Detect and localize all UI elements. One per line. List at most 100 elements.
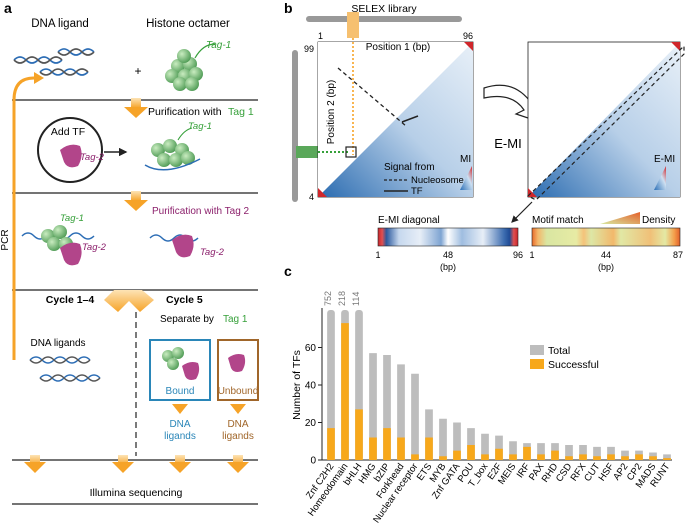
split-arrow xyxy=(104,290,154,312)
bar-successful xyxy=(551,450,559,460)
position-2-marker xyxy=(296,146,318,158)
motif-unit: (bp) xyxy=(598,262,614,272)
dna-ligands-unbound-line1: DNA xyxy=(227,419,248,430)
tag1-label-mid: Tag-1 xyxy=(188,121,212,132)
pcr-label: PCR xyxy=(0,229,11,250)
bar-successful xyxy=(327,428,335,460)
dna-helix-icon xyxy=(13,48,95,76)
motif-match-bar xyxy=(531,227,681,247)
tf-dna-icon xyxy=(149,234,199,258)
e-mi-arrow-label: E-MI xyxy=(494,136,521,151)
e-mi-scale xyxy=(654,166,666,190)
purification-tag1-prefix: Purification with xyxy=(148,106,222,118)
tag2-label-free: Tag-2 xyxy=(200,247,225,258)
position-2-axis-label: Position 2 (bp) xyxy=(326,80,337,144)
unbound-tf-icon xyxy=(228,354,246,372)
bar-total xyxy=(509,441,517,460)
panel-a-label: a xyxy=(4,0,12,16)
data-label: 752 xyxy=(323,291,333,306)
dna-ligands-bound-line2: ligands xyxy=(164,431,196,442)
data-label: 218 xyxy=(337,291,347,306)
e-mi-scale-label: E-MI xyxy=(654,154,675,165)
position-1-marker xyxy=(347,12,359,38)
bar-total xyxy=(593,446,601,460)
bar-successful xyxy=(439,456,447,460)
bar-total xyxy=(411,373,419,460)
selex-library-bar-v xyxy=(292,50,298,202)
bar-total xyxy=(537,443,545,460)
illumina-sequencing-label: Illumina sequencing xyxy=(90,487,183,499)
selex-library-label: SELEX library xyxy=(351,3,417,15)
tf-span xyxy=(401,115,419,123)
step-arrow xyxy=(172,404,188,414)
separate-by-prefix: Separate by xyxy=(160,314,214,325)
bar-total xyxy=(467,428,475,460)
step-arrow xyxy=(24,455,46,473)
y-tick-label: 40 xyxy=(305,381,317,392)
step-arrow xyxy=(169,455,191,473)
motif-tick-1: 1 xyxy=(529,250,534,260)
e-mi-diagonal-bar xyxy=(377,227,519,247)
y-tick-label: 60 xyxy=(305,343,317,354)
bar-successful xyxy=(621,456,629,460)
bar-total xyxy=(663,454,671,460)
diag-unit: (bp) xyxy=(440,262,456,272)
mi-heatmap xyxy=(317,41,474,198)
histone-octamer-heading: Histone octamer xyxy=(146,18,230,30)
dna-ligands-bound-line1: DNA xyxy=(169,419,190,430)
unbound-label: Unbound xyxy=(218,386,259,397)
bar-total xyxy=(369,353,377,460)
bar-successful xyxy=(397,437,405,460)
bar-successful xyxy=(537,454,545,460)
tick-1: 1 xyxy=(318,31,323,41)
tf-protein-icon xyxy=(60,144,82,168)
bar-successful xyxy=(565,456,573,460)
tag2-label-complex: Tag-2 xyxy=(82,242,107,253)
bar-successful xyxy=(663,458,671,460)
bar-total xyxy=(481,433,489,460)
tag1-tether xyxy=(177,127,193,141)
pcr-arrowhead xyxy=(34,72,44,84)
bar-total xyxy=(579,445,587,460)
dna-ligands-left-label: DNA ligands xyxy=(30,338,85,349)
bar-successful xyxy=(649,456,657,460)
data-label: 114 xyxy=(351,292,361,306)
step-arrow xyxy=(112,455,134,473)
bar-total xyxy=(383,355,391,460)
panel-b: b SELEX library 1 96 99 4 Position 1 (bp… xyxy=(284,0,685,272)
density-label: Density xyxy=(642,215,675,226)
cycle-1-4-label: Cycle 1–4 xyxy=(46,294,95,306)
bar-successful xyxy=(495,448,503,460)
bound-label: Bound xyxy=(166,386,195,397)
bar-total xyxy=(495,435,503,460)
e-mi-heatmap xyxy=(526,41,685,201)
density-scale xyxy=(600,212,640,224)
bar-successful xyxy=(607,454,615,460)
bar-total xyxy=(565,445,573,460)
pcr-loop-arrow xyxy=(12,76,35,360)
cycle-5-label: Cycle 5 xyxy=(166,294,203,306)
position-1-axis-label: Position 1 (bp) xyxy=(366,42,430,53)
dna-helix-icon xyxy=(29,356,101,382)
bound-complex-icon xyxy=(162,347,200,380)
panel-c-label: c xyxy=(284,263,292,279)
purification-tag1-tag: Tag 1 xyxy=(228,106,254,118)
tick-99: 99 xyxy=(304,44,314,54)
diag-tick-96: 96 xyxy=(513,250,523,260)
nucleosome-span xyxy=(337,67,407,127)
bar-total xyxy=(607,446,615,460)
legend-label-total: Total xyxy=(548,345,570,357)
e-mi-diagonal-title: E-MI diagonal xyxy=(378,215,440,226)
nucleosome-icon xyxy=(144,139,201,171)
separate-by-tag: Tag 1 xyxy=(223,314,248,325)
bar-successful xyxy=(523,446,531,460)
selex-library-bar-h xyxy=(306,16,462,22)
bar-successful xyxy=(369,437,377,460)
step-arrow xyxy=(227,455,249,473)
tag2-label-circle: Tag-2 xyxy=(80,152,105,163)
mi-scale xyxy=(460,166,472,190)
bar-total xyxy=(453,422,461,460)
